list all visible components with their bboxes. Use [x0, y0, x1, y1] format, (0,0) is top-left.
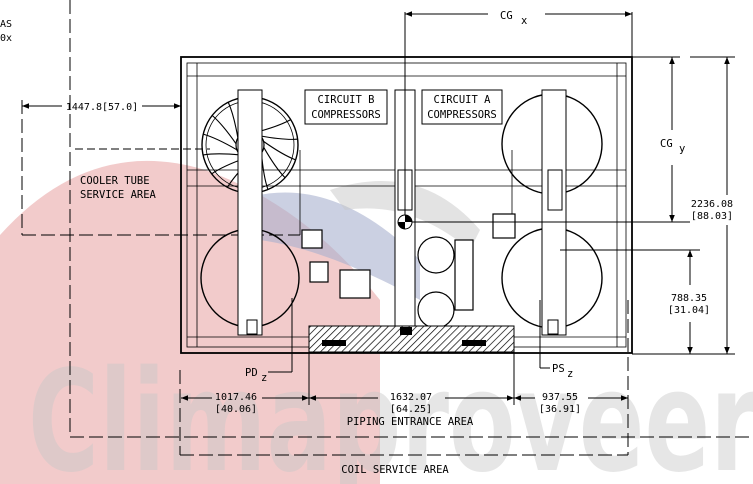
center-of-gravity-symbol [397, 214, 413, 230]
width-left-value: 1017.46 [215, 392, 257, 403]
partial-text-line2: 0x [0, 33, 12, 44]
compressors [301, 213, 516, 329]
height-total-value: 2236.08 [691, 199, 733, 210]
partial-text-line1: AS [0, 19, 12, 30]
ps-z-leader [539, 300, 550, 369]
piping-entrance-label: PIPING ENTRANCE AREA [347, 416, 474, 428]
width-center-inches: [64.25] [390, 404, 432, 415]
width-right-inches: [36.91] [539, 404, 581, 415]
width-dimensions [181, 352, 628, 405]
lower-height-dimension [560, 249, 700, 354]
circuit-b-label-line2: COMPRESSORS [311, 109, 381, 121]
cg-x-label: CG [500, 10, 513, 22]
cooler-tube-label-line1: COOLER TUBE [80, 175, 150, 187]
height-lower-inches: [31.04] [668, 305, 710, 316]
width-left-inches: [40.06] [215, 404, 257, 415]
pd-z-label: PD [245, 367, 258, 379]
circuit-a-label-line1: CIRCUIT A [434, 94, 492, 106]
piping-feet [322, 327, 486, 346]
cg-x-dimension [404, 11, 633, 215]
cg-y-label: CG [660, 138, 673, 150]
cg-y-subscript: y [679, 143, 685, 155]
cooler-tube-label-line2: SERVICE AREA [80, 189, 157, 201]
watermark-logo [0, 160, 480, 484]
width-right-value: 937.55 [542, 392, 578, 403]
circuit-boxes [304, 89, 503, 125]
cg-y-dimension [412, 56, 690, 223]
ps-z-label: PS [552, 363, 565, 375]
left-offset-value: 1447.8[57.0] [66, 102, 138, 113]
circuit-a-label-line2: COMPRESSORS [427, 109, 497, 121]
width-center-value: 1632.07 [390, 392, 432, 403]
height-total-inches: [88.03] [691, 211, 733, 222]
coil-service-label: COIL SERVICE AREA [341, 464, 449, 476]
ps-z-subscript: z [567, 368, 573, 380]
height-lower-value: 788.35 [671, 293, 707, 304]
cg-x-subscript: x [521, 15, 527, 27]
total-height-dimension [632, 56, 735, 355]
pd-z-subscript: z [261, 372, 267, 384]
watermark-text: Climaproveer [28, 341, 753, 484]
pd-z-leader [268, 298, 293, 373]
circuit-b-label-line1: CIRCUIT B [318, 94, 375, 106]
